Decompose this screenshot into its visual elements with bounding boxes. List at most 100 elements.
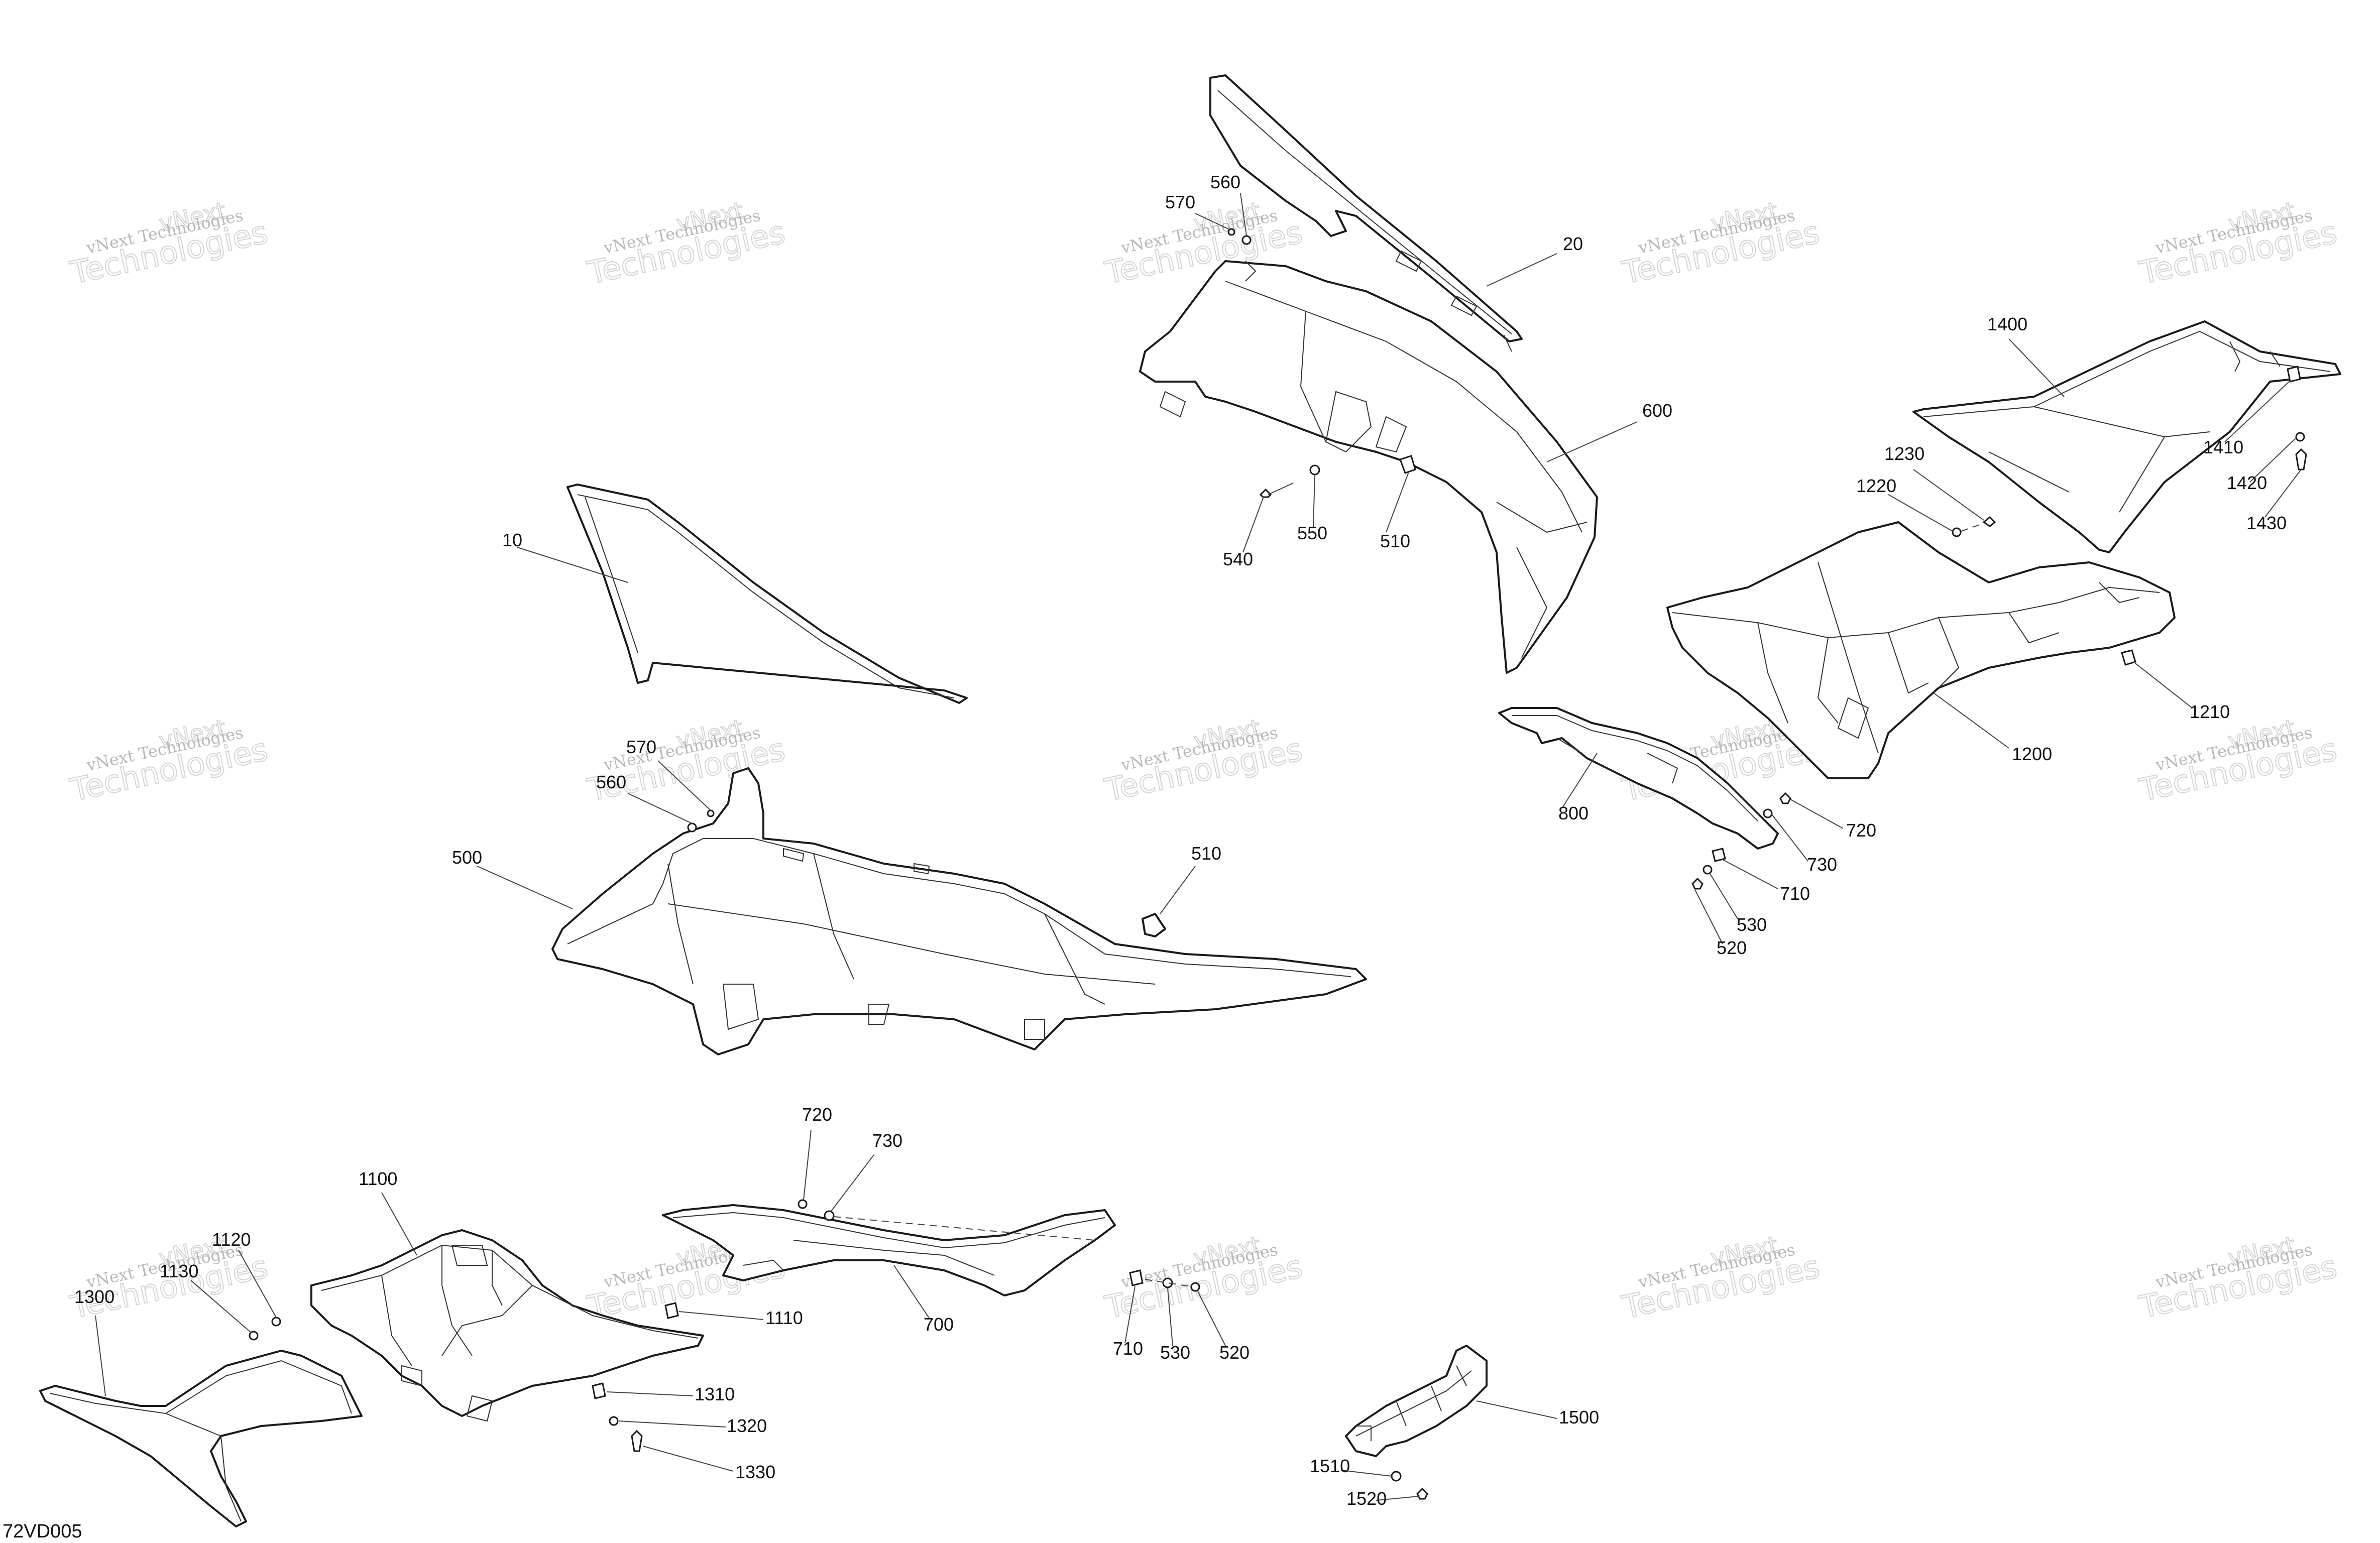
callout-label-560: 560 [596,772,626,792]
callout-label-500: 500 [452,847,482,868]
leader-lines [95,193,2302,1501]
part-1320-washer [609,1416,619,1426]
part-560-fastener-top [1241,235,1252,245]
leader-line-550 [1313,474,1315,528]
part-1120-washer [271,1317,281,1327]
callout-label-20: 20 [1563,233,1583,254]
callout-label-1520: 1520 [1346,1488,1387,1509]
leader-line-560 [1240,193,1247,236]
leader-line-1200 [1933,692,2009,749]
part-1500-bracket [1345,1345,1488,1457]
part-10-triangle-panel [566,484,968,704]
leader-line-540 [1242,498,1264,553]
callout-label-1230: 1230 [1884,443,1924,464]
callout-label-560: 560 [1210,172,1240,192]
leader-line-510 [1160,866,1196,914]
leader-line-570 [1195,213,1231,230]
callout-label-1210: 1210 [2190,701,2230,722]
leader-line-600 [1546,421,1638,462]
callout-label-730: 730 [1807,854,1837,875]
part-710-nut-right [1712,848,1726,862]
part-1430-screw [2295,448,2307,470]
callout-label-1130: 1130 [160,1261,198,1281]
part-1220-washer [1952,527,1962,537]
part-1410-clip [2287,366,2301,383]
callout-label-1420: 1420 [2227,472,2267,493]
part-720-screw-lower [798,1199,808,1209]
leader-line-800 [1561,753,1598,809]
part-570-fastener-top [1227,228,1235,236]
part-1210-clip [2121,649,2136,666]
part-560-fastener-mid [687,822,697,833]
part-1420-washer [2295,432,2305,442]
callout-label-720: 720 [1846,820,1876,841]
leader-line-1330 [642,1446,734,1472]
part-530-washer-lower [1162,1277,1173,1288]
leader-line-1220 [1888,494,1953,532]
part-700-strip [662,1204,1116,1296]
leader-line-730 [1771,814,1808,862]
leader-line-1100 [381,1192,417,1256]
drawing-code: 72VD005 [3,1521,82,1542]
part-600-side-panel [1139,260,1598,674]
leader-line-1420 [2249,437,2297,483]
callout-label-1320: 1320 [727,1415,767,1436]
leader-line-500 [477,866,573,909]
part-720-screw-right [1779,792,1791,804]
part-570-fastener-mid [707,809,715,817]
callout-label-730: 730 [872,1130,902,1151]
part-550-washer [1309,464,1320,476]
callout-label-1110: 1110 [765,1308,803,1328]
leader-line-570 [657,760,711,811]
part-1200-assembly [1666,521,2176,779]
part-1130-screw [249,1331,259,1341]
part-730-washer-right [1763,808,1773,818]
leader-line-1510 [1340,1470,1393,1477]
leader-line-1410 [2224,381,2290,442]
callout-label-1330: 1330 [735,1462,775,1482]
leader-line-1400 [2008,338,2065,397]
callout-label-710: 710 [1113,1338,1143,1359]
callout-label-1100: 1100 [359,1168,397,1189]
callout-label-720: 720 [802,1104,832,1125]
part-530-washer-right [1703,865,1713,875]
part-1520-screw [1416,1487,1428,1500]
leader-line-720 [803,1129,812,1201]
part-710-nut-lower [1129,1269,1144,1286]
callout-label-1120: 1120 [212,1229,251,1250]
leader-line-520 [1197,1291,1226,1346]
leader-line-1300 [95,1315,106,1396]
callout-label-10: 10 [502,530,522,550]
part-520-screw-lower [1190,1282,1200,1292]
callout-label-1510: 1510 [1310,1456,1350,1476]
part-510-clip [1142,913,1166,937]
parts-line-art [39,74,2341,1527]
part-1110-clip [664,1302,679,1319]
part-540-screw [1259,488,1272,498]
leader-line-530 [1710,873,1738,919]
part-510-clip-top [1399,455,1416,474]
leader-line-1210 [2133,661,2193,708]
leader-line-720 [1790,799,1844,829]
leader-line-530 [1167,1287,1173,1346]
leader-line-1110 [678,1311,764,1320]
leader-line-1500 [1476,1400,1557,1419]
part-520-screw-right [1691,877,1704,890]
part-1400-triangle-panel [1912,320,2341,553]
leader-line-520 [1694,889,1723,944]
callout-label-1500: 1500 [1559,1407,1599,1428]
leader-line-1310 [606,1391,694,1396]
callout-label-570: 570 [1165,192,1195,212]
callout-label-520: 520 [1717,937,1747,958]
hardware [249,228,2307,1500]
callout-label-530: 530 [1160,1342,1190,1363]
leader-line-560 [627,793,693,824]
